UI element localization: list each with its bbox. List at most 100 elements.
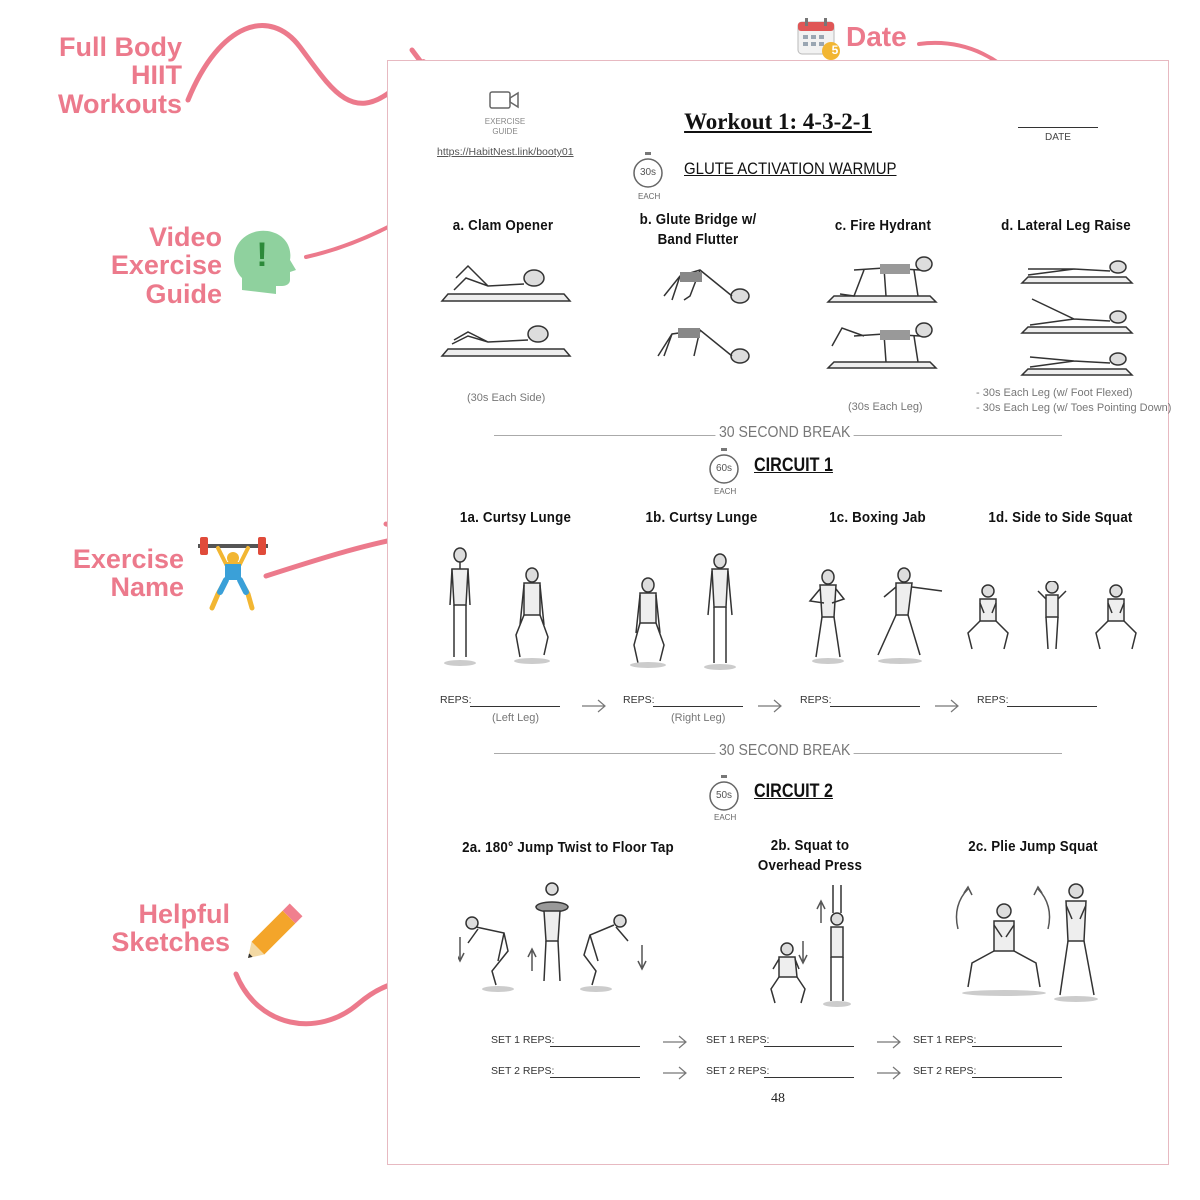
- callout-helpful-sketches: Helpful Sketches: [100, 900, 230, 957]
- sketch-curtsy-lunge-left: [444, 547, 550, 666]
- arrow-right-icon: [663, 1066, 687, 1080]
- callout-date: Date: [846, 21, 907, 52]
- circuit2-set2-input[interactable]: [972, 1077, 1062, 1078]
- circuit2-set1-input[interactable]: [764, 1046, 854, 1047]
- sketch-side-to-side-squat: [967, 581, 1137, 650]
- head-alert-mark: !: [256, 236, 268, 274]
- exercise-guide-line: EXERCISE: [484, 117, 526, 126]
- sketch-curtsy-lunge-right: [630, 553, 736, 670]
- circuit1-reps-label: REPS:: [977, 694, 1009, 706]
- callout-line: Video: [148, 222, 222, 252]
- arrow-right-icon: [582, 699, 606, 713]
- warmup-exercise-d-name: d. Lateral Leg Raise: [992, 217, 1139, 237]
- circuit2-set1-input[interactable]: [972, 1046, 1062, 1047]
- calendar-icon: [797, 18, 840, 60]
- callout-line: Workouts: [57, 88, 182, 119]
- stopwatch-icon: [709, 775, 739, 811]
- sketch-squat-overhead-press: [770, 885, 851, 1007]
- exercise-name-line: 2b. Squat to: [770, 838, 850, 854]
- circuit2-set1-input[interactable]: [550, 1046, 640, 1047]
- callout-full-body-hiit: Full Body HIIT Workouts: [40, 33, 182, 118]
- exercise-guide-link[interactable]: https://HabitNest.link/booty01: [437, 146, 574, 158]
- warmup-each-label: EACH: [638, 192, 661, 201]
- arrow-right-icon: [877, 1066, 901, 1080]
- exercise-name-line: d. Lateral Leg Raise: [1001, 218, 1131, 234]
- warmup-exercise-a-name: a. Clam Opener: [434, 217, 572, 237]
- exercise-name-line: Band Flutter: [657, 231, 739, 248]
- callout-line: Sketches: [111, 927, 230, 958]
- circuit1-reps-input[interactable]: [653, 706, 743, 707]
- warmup-note-c: (30s Each Leg): [848, 401, 923, 413]
- date-label: DATE: [1045, 132, 1071, 143]
- pencil-icon: [248, 903, 303, 958]
- circuit2-set1-label: SET 1 REPS:: [706, 1034, 770, 1046]
- warmup-title: GLUTE ACTIVATION WARMUP: [684, 159, 897, 178]
- circuit1-exercise-1c-name: 1c. Boxing Jab: [829, 510, 926, 526]
- circuit2-set2-input[interactable]: [764, 1077, 854, 1078]
- exercise-name-line: a. Clam Opener: [452, 218, 554, 234]
- circuit1-timer-text: 60s: [715, 463, 733, 474]
- circuit1-note-right-leg: (Right Leg): [671, 712, 726, 724]
- calendar-badge: 5: [831, 43, 839, 57]
- callout-line: Guide: [145, 278, 222, 309]
- warmup-note-a: (30s Each Side): [467, 392, 546, 404]
- circuit2-each-label: EACH: [714, 813, 737, 822]
- circuit2-exercise-2c-name: 2c. Plie Jump Squat: [950, 838, 1116, 858]
- warmup-note-d1: - 30s Each Leg (w/ Foot Flexed): [976, 387, 1133, 399]
- sketch-plie-jump-squat: [955, 883, 1098, 1002]
- circuit1-title: CIRCUIT 1: [754, 455, 833, 476]
- warmup-exercise-c-name: c. Fire Hydrant: [814, 217, 952, 237]
- circuit2-set2-label: SET 2 REPS:: [491, 1065, 555, 1077]
- circuit1-exercise-1d-name: 1d. Side to Side Squat: [988, 510, 1133, 526]
- circuit2-set2-label: SET 2 REPS:: [913, 1065, 977, 1077]
- date-line[interactable]: [1018, 127, 1098, 128]
- exercise-name-line: c. Fire Hydrant: [834, 218, 932, 234]
- exercise-name-line: 2a. 180° Jump Twist to Floor Tap: [462, 840, 674, 856]
- circuit2-exercise-2b-name: 2b. Squat to Overhead Press: [727, 837, 893, 876]
- warmup-note-d2: - 30s Each Leg (w/ Toes Pointing Down): [976, 402, 1172, 414]
- sketch-glute-bridge: [657, 269, 750, 364]
- callout-line: Helpful: [138, 899, 231, 929]
- circuit2-timer-text: 50s: [715, 790, 733, 801]
- circuit1-each-label: EACH: [714, 487, 737, 496]
- weightlifter-icon: [198, 537, 268, 611]
- circuit1-reps-input[interactable]: [470, 706, 560, 707]
- exercise-guide-label: EXERCISE GUIDE: [474, 117, 536, 138]
- circuit2-exercise-2a-name: 2a. 180° Jump Twist to Floor Tap: [439, 839, 697, 859]
- callout-line: Name: [110, 572, 184, 603]
- sketch-jump-twist-floor-tap: [458, 882, 647, 992]
- circuit1-reps-label: REPS:: [800, 694, 832, 706]
- circuit2-title: CIRCUIT 2: [754, 781, 833, 802]
- circuit1-reps-input[interactable]: [830, 706, 920, 707]
- callout-line: HIIT: [131, 60, 182, 91]
- video-camera-icon[interactable]: [488, 89, 520, 111]
- head-alert-icon: [234, 230, 296, 294]
- circuit2-set1-label: SET 1 REPS:: [491, 1034, 555, 1046]
- circuit1-reps-label: REPS:: [440, 694, 472, 706]
- arrow-right-icon: [758, 699, 782, 713]
- arrow-right-icon: [877, 1035, 901, 1049]
- circuit1-note-left-leg: (Left Leg): [492, 712, 540, 724]
- page-title: Workout 1: 4-3-2-1: [684, 109, 872, 134]
- callout-line: Full Body: [59, 32, 182, 62]
- sketch-fire-hydrant: [826, 256, 938, 369]
- worksheet-page: EXERCISE GUIDE https://HabitNest.link/bo…: [387, 60, 1172, 1165]
- sketch-boxing-jab: [808, 567, 943, 664]
- warmup-timer-text: 30s: [639, 167, 657, 178]
- sketch-lateral-leg-raise: [1020, 260, 1134, 376]
- circuit2-set2-label: SET 2 REPS:: [706, 1065, 770, 1077]
- callout-exercise-name: Exercise Name: [60, 545, 184, 602]
- circuit1-reps-input[interactable]: [1007, 706, 1097, 707]
- exercise-name-line: 2c. Plie Jump Squat: [968, 839, 1098, 855]
- page-number: 48: [771, 1091, 785, 1106]
- arrow-right-icon: [935, 699, 959, 713]
- circuit1-exercise-1b-name: 1b. Curtsy Lunge: [645, 510, 758, 526]
- callout-line: Exercise: [72, 544, 184, 574]
- exercise-name-line: Overhead Press: [757, 857, 863, 874]
- stopwatch-icon: [709, 448, 739, 484]
- exercise-guide-line: GUIDE: [492, 127, 518, 137]
- callout-video-guide: Video Exercise Guide: [100, 223, 222, 308]
- break-label-2: 30 SECOND BREAK: [715, 742, 854, 760]
- sketch-clam-opener: [440, 264, 572, 357]
- circuit2-set2-input[interactable]: [550, 1077, 640, 1078]
